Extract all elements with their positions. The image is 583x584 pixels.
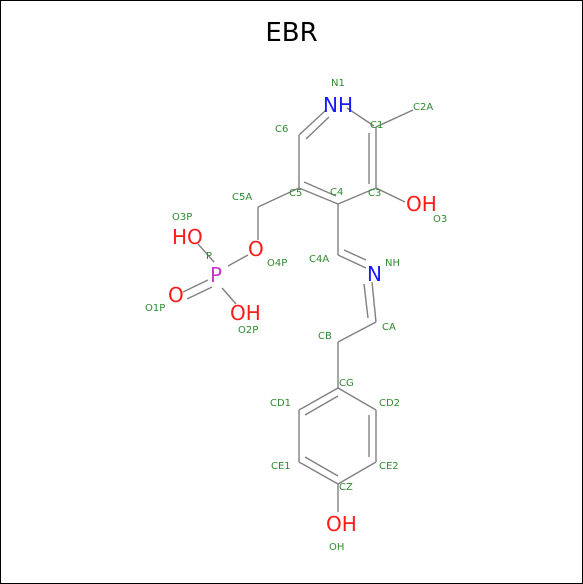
bond-cd1-cg (298, 387, 339, 411)
bond-p-o-double (182, 279, 209, 293)
bond-c3-c4 (337, 187, 377, 205)
label-c6: C6 (275, 124, 288, 135)
element-symbols: NH OH N O HO P O OH OH (168, 93, 437, 536)
label-c3: C3 (368, 188, 381, 199)
bond-c6-n1 (298, 109, 327, 136)
label-nh: NH (385, 258, 400, 269)
bond-p-ho (197, 243, 215, 263)
symbol-p-atom: P (210, 263, 222, 287)
bond-ce2-cz (337, 461, 377, 485)
label-o3p: O3P (172, 212, 192, 223)
bond-n1-c1 (346, 107, 375, 127)
label-cg: CG (339, 378, 354, 389)
label-cz: CZ (339, 482, 353, 493)
label-c5: C5 (289, 188, 302, 199)
bond-ca-cb (337, 321, 377, 343)
bond-o4p-p (227, 254, 249, 267)
label-o2p: O2P (238, 325, 258, 336)
label-o1p: O1P (145, 303, 165, 314)
bond-c4-c5-inner (303, 181, 337, 197)
bond-cz-ce1-inner (304, 456, 339, 477)
label-cd2: CD2 (379, 398, 400, 409)
label-cb: CB (318, 331, 332, 342)
symbol-oh-phenol: OH (326, 512, 357, 536)
bonds (182, 107, 414, 512)
bond-cg-cd2 (337, 387, 377, 411)
label-o4p: O4P (267, 258, 287, 269)
bond-c4a-n (337, 254, 367, 269)
label-c4a: C4A (309, 254, 329, 265)
label-c1: C1 (370, 120, 383, 131)
symbol-o-double: O (168, 283, 184, 307)
bond-c4a-n-inner (343, 249, 367, 261)
label-cd1: CD1 (270, 398, 291, 409)
label-ce1: CE1 (271, 461, 291, 472)
label-oh: OH (329, 542, 344, 553)
symbol-oh-phos: OH (230, 301, 261, 325)
bond-p-oh (221, 287, 237, 305)
bond-c4-c5 (298, 187, 339, 205)
label-c5a: C5A (232, 192, 252, 203)
bond-c1-c2a (375, 109, 414, 128)
bond-cz-ce1 (298, 461, 339, 485)
atom-labels: N1 C1 C2A C6 C5 C4 C3 O3 C5A O3P P O4P C… (145, 78, 447, 553)
label-o3: O3 (433, 214, 447, 225)
label-ce2: CE2 (379, 461, 399, 472)
symbol-nh-ring: NH (323, 93, 353, 117)
bond-c6-n1-inner (305, 116, 330, 140)
symbol-oh-ring: OH (406, 192, 437, 216)
symbol-n-imine: N (367, 262, 382, 286)
bond-c3-o3 (375, 187, 406, 203)
label-c4: C4 (330, 187, 343, 198)
symbol-o-ester: O (248, 237, 264, 261)
label-p: P (206, 251, 212, 262)
label-c2a: C2A (413, 102, 433, 113)
bond-n-ca (371, 281, 377, 323)
label-ca: CA (382, 322, 396, 333)
symbol-ho-phos: HO (172, 225, 203, 249)
bond-p-o-double-2 (186, 286, 213, 300)
label-n1: N1 (331, 78, 345, 89)
bond-cd1-cg-inner (304, 395, 339, 416)
molecule-title: EBR (265, 18, 318, 48)
bond-n-ca-inner (363, 283, 369, 319)
bond-c5-c5a (257, 187, 300, 208)
